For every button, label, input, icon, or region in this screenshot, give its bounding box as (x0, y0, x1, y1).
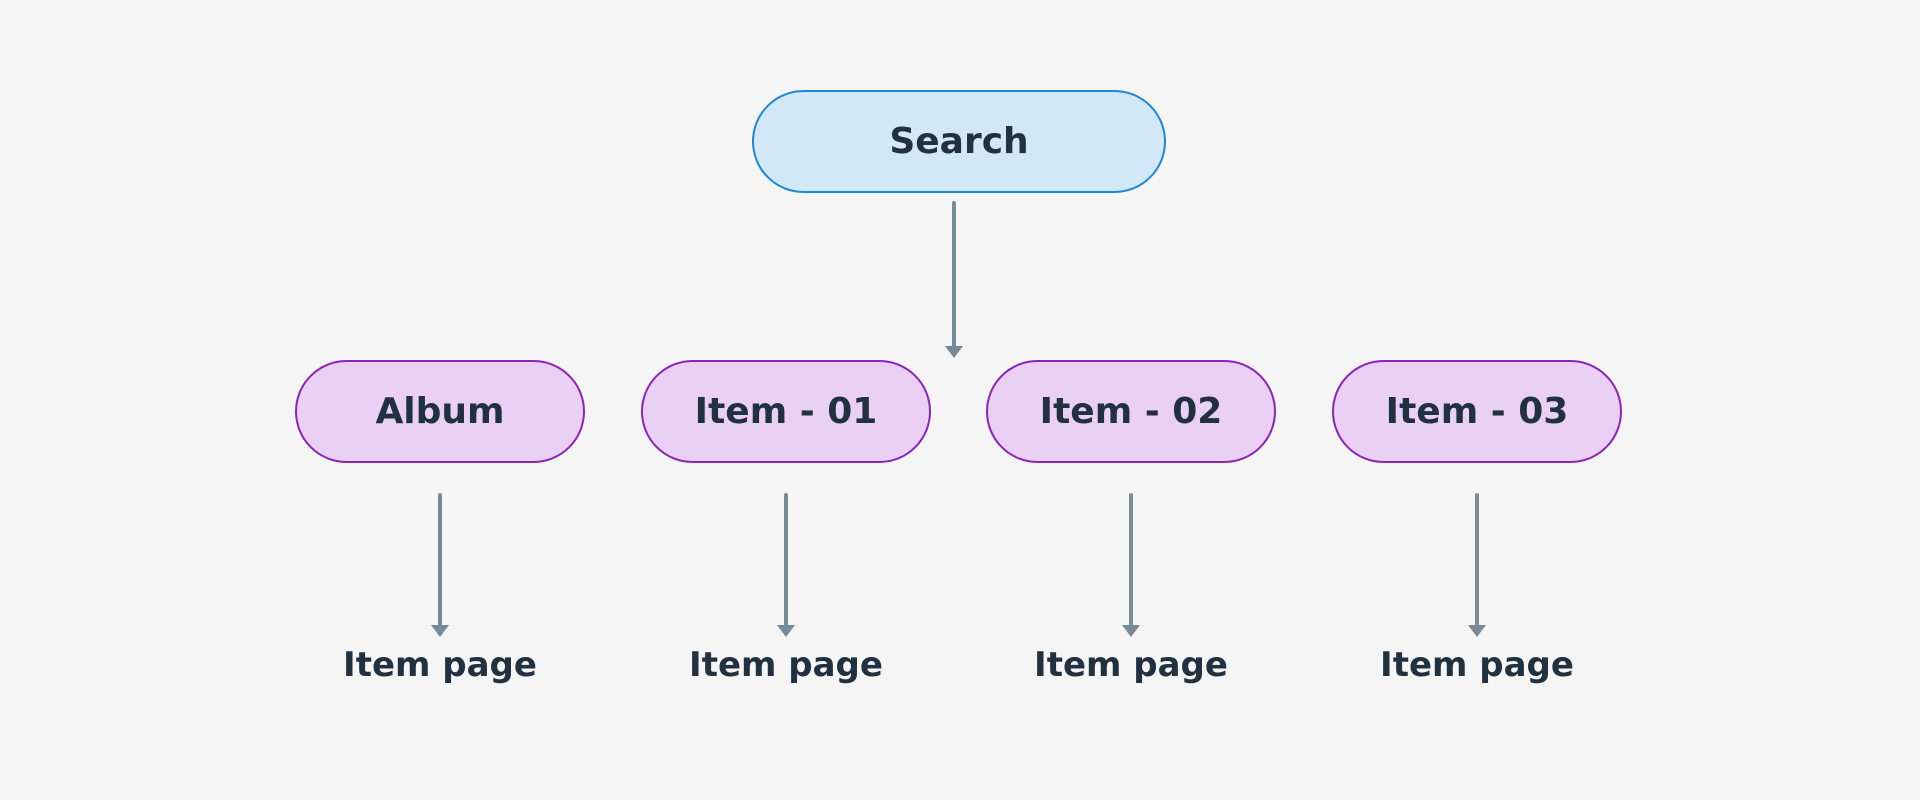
arrowhead-item-02 (1122, 625, 1140, 637)
leaf-item-page-item-01: Item page (689, 645, 883, 685)
node-item-03-label: Item - 03 (1385, 391, 1569, 432)
arrowhead-item-01 (777, 625, 795, 637)
node-item-02: Item - 02 (986, 360, 1276, 463)
node-item-03: Item - 03 (1332, 360, 1622, 463)
arrowhead-album (431, 625, 449, 637)
node-item-01: Item - 01 (641, 360, 931, 463)
arrowhead-search (945, 346, 963, 358)
node-album: Album (295, 360, 585, 463)
leaf-item-page-album: Item page (343, 645, 537, 685)
node-search: Search (752, 90, 1166, 193)
node-album-label: Album (375, 391, 505, 432)
leaf-item-page-item-03: Item page (1380, 645, 1574, 685)
node-search-label: Search (889, 121, 1029, 162)
node-item-02-label: Item - 02 (1039, 391, 1223, 432)
arrowhead-item-03 (1468, 625, 1486, 637)
node-item-01-label: Item - 01 (694, 391, 878, 432)
leaf-item-page-item-02: Item page (1034, 645, 1228, 685)
